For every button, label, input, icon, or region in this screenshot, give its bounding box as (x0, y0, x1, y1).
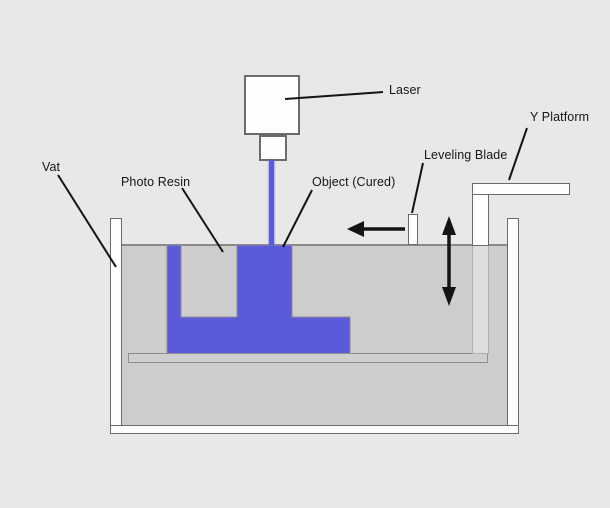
y-platform-support (472, 194, 489, 246)
photo-resin-body (121, 244, 508, 426)
photo-resin-label: Photo Resin (121, 175, 191, 189)
laser-beam (269, 160, 274, 245)
vat-left-wall (110, 218, 122, 433)
y-platform-leader-line (508, 127, 528, 181)
y-platform-support-submerged (472, 245, 489, 354)
build-platform-shelf (128, 353, 488, 363)
blade-motion-arrow-icon (347, 221, 405, 237)
vat-leader-line (57, 174, 117, 268)
vat-bottom-wall (110, 425, 519, 434)
y-platform-arm (472, 183, 570, 195)
leveling-blade-leader-line (411, 162, 424, 214)
y-platform-label: Y Platform (530, 110, 590, 124)
object-leader-line (282, 189, 313, 248)
laser-nozzle (259, 135, 287, 161)
vat-right-wall (507, 218, 519, 433)
vat-label: Vat (42, 160, 61, 174)
leveling-blade-label: Leveling Blade (424, 148, 508, 162)
leveling-blade-shape (408, 214, 418, 245)
laser-label: Laser (389, 83, 421, 97)
object-cured-label: Object (Cured) (312, 175, 396, 189)
photo-resin-leader-line (181, 187, 224, 253)
laser-housing (244, 75, 300, 135)
